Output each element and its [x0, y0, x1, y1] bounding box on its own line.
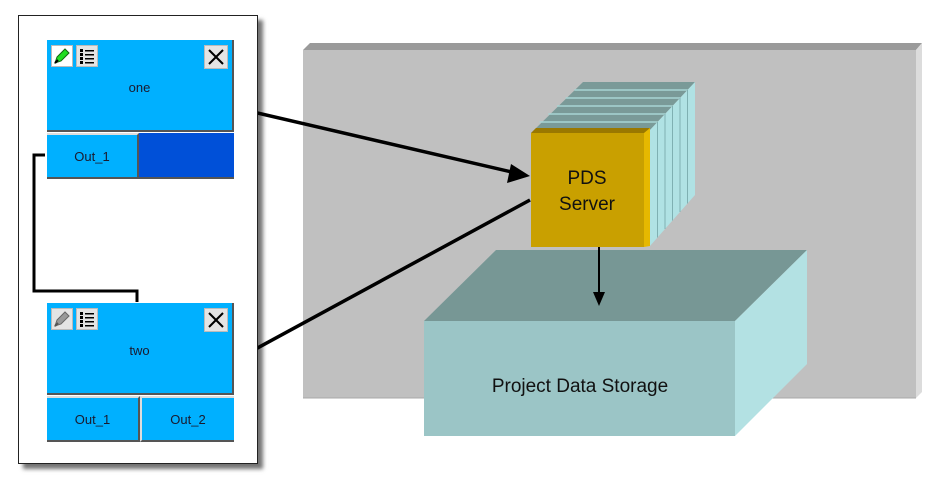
- block-one[interactable]: one Out_1: [47, 40, 234, 179]
- server-layer-lines: [539, 89, 688, 123]
- server-front-side-edge: [644, 128, 650, 247]
- block-one-header[interactable]: one: [47, 40, 234, 132]
- block-one-output-out1[interactable]: Out_1: [47, 133, 139, 179]
- block-two-name: two: [129, 343, 150, 358]
- server-label-line2: Server: [559, 194, 616, 215]
- list-icon[interactable]: [76, 308, 98, 330]
- pds-server[interactable]: PDS Server: [531, 82, 695, 247]
- panel-side-bevel: [916, 43, 922, 398]
- block-two[interactable]: two Out_1 Out_2: [47, 303, 234, 442]
- arrow-one-to-server: [235, 106, 530, 183]
- server-side-lines: [657, 90, 688, 238]
- server-front-top-edge: [531, 128, 650, 133]
- block-one-name: one: [128, 80, 151, 95]
- edit-icon[interactable]: [51, 45, 73, 67]
- close-icon[interactable]: [204, 308, 228, 332]
- close-icon[interactable]: [204, 45, 228, 69]
- block-one-output-empty: [139, 133, 234, 179]
- block-two-header[interactable]: two: [47, 303, 234, 395]
- list-icon[interactable]: [76, 45, 98, 67]
- project-data-storage[interactable]: Project Data Storage: [424, 250, 807, 436]
- storage-front-face: [424, 321, 735, 436]
- server-label-line1: PDS: [567, 168, 606, 189]
- storage-top-face: [424, 250, 807, 321]
- server-top-face: [531, 82, 695, 133]
- arrow-server-to-storage: [593, 247, 605, 306]
- block-two-output-out1[interactable]: Out_1: [47, 396, 140, 442]
- storage-side-face: [735, 250, 807, 436]
- storage-label: Project Data Storage: [492, 376, 668, 397]
- server-front-face: [531, 133, 644, 247]
- edit-icon[interactable]: [51, 308, 73, 330]
- block-two-output-out2[interactable]: Out_2: [140, 396, 234, 442]
- panel-top-bevel: [303, 43, 922, 50]
